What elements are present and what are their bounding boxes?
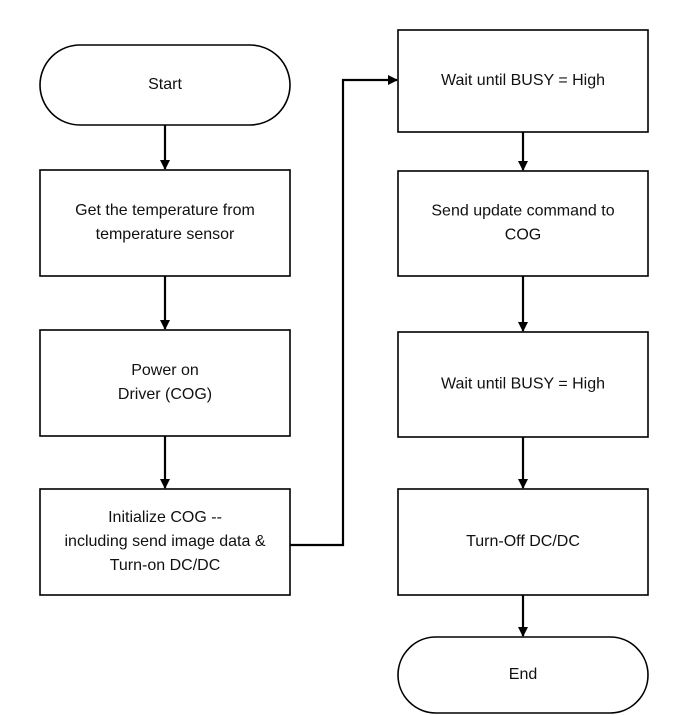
terminal-shape: [397, 636, 649, 714]
node-turn-off: Turn-Off DC/DC: [397, 488, 649, 596]
process-box: [39, 169, 291, 277]
process-box: [397, 170, 649, 277]
terminal-shape: [39, 44, 291, 126]
connectors: [160, 75, 528, 637]
process-box: [39, 488, 291, 596]
node-label-line: Wait until BUSY = High: [441, 72, 605, 89]
node-initialize-cog: Initialize COG -- including send image da…: [39, 488, 291, 596]
node-label-line: Initialize COG --: [108, 509, 222, 526]
node-label-line: Start: [148, 76, 182, 93]
node-wait-busy-1: Wait until BUSY = High: [397, 29, 649, 133]
node-label-line: Send update command to: [431, 203, 614, 220]
edge-initialize-cog-to-wait-busy-1: [290, 75, 398, 547]
process-box: [397, 331, 649, 438]
process-box: [397, 488, 649, 596]
node-wait-busy-2: Wait until BUSY = High: [397, 331, 649, 438]
node-end: End: [397, 636, 649, 714]
node-label-line: End: [509, 666, 537, 683]
node-get-temperature: Get the temperature from temperature sens…: [39, 169, 291, 277]
node-start: Start: [39, 44, 291, 126]
node-label-line: COG: [505, 227, 541, 244]
node-label-line: temperature sensor: [96, 226, 235, 243]
node-label-line: Get the temperature from: [75, 202, 255, 219]
node-label-line: Power on: [131, 362, 199, 379]
node-send-update: Send update command to COG: [397, 170, 649, 277]
node-label-line: Driver (COG): [118, 386, 212, 403]
process-box: [397, 29, 649, 133]
node-label-line: Turn-Off DC/DC: [466, 533, 580, 550]
node-label-line: Wait until BUSY = High: [441, 376, 605, 393]
node-label-line: Turn-on DC/DC: [110, 557, 221, 574]
process-box: [39, 329, 291, 437]
node-power-on: Power on Driver (COG): [39, 329, 291, 437]
node-label-line: including send image data &: [64, 533, 265, 550]
